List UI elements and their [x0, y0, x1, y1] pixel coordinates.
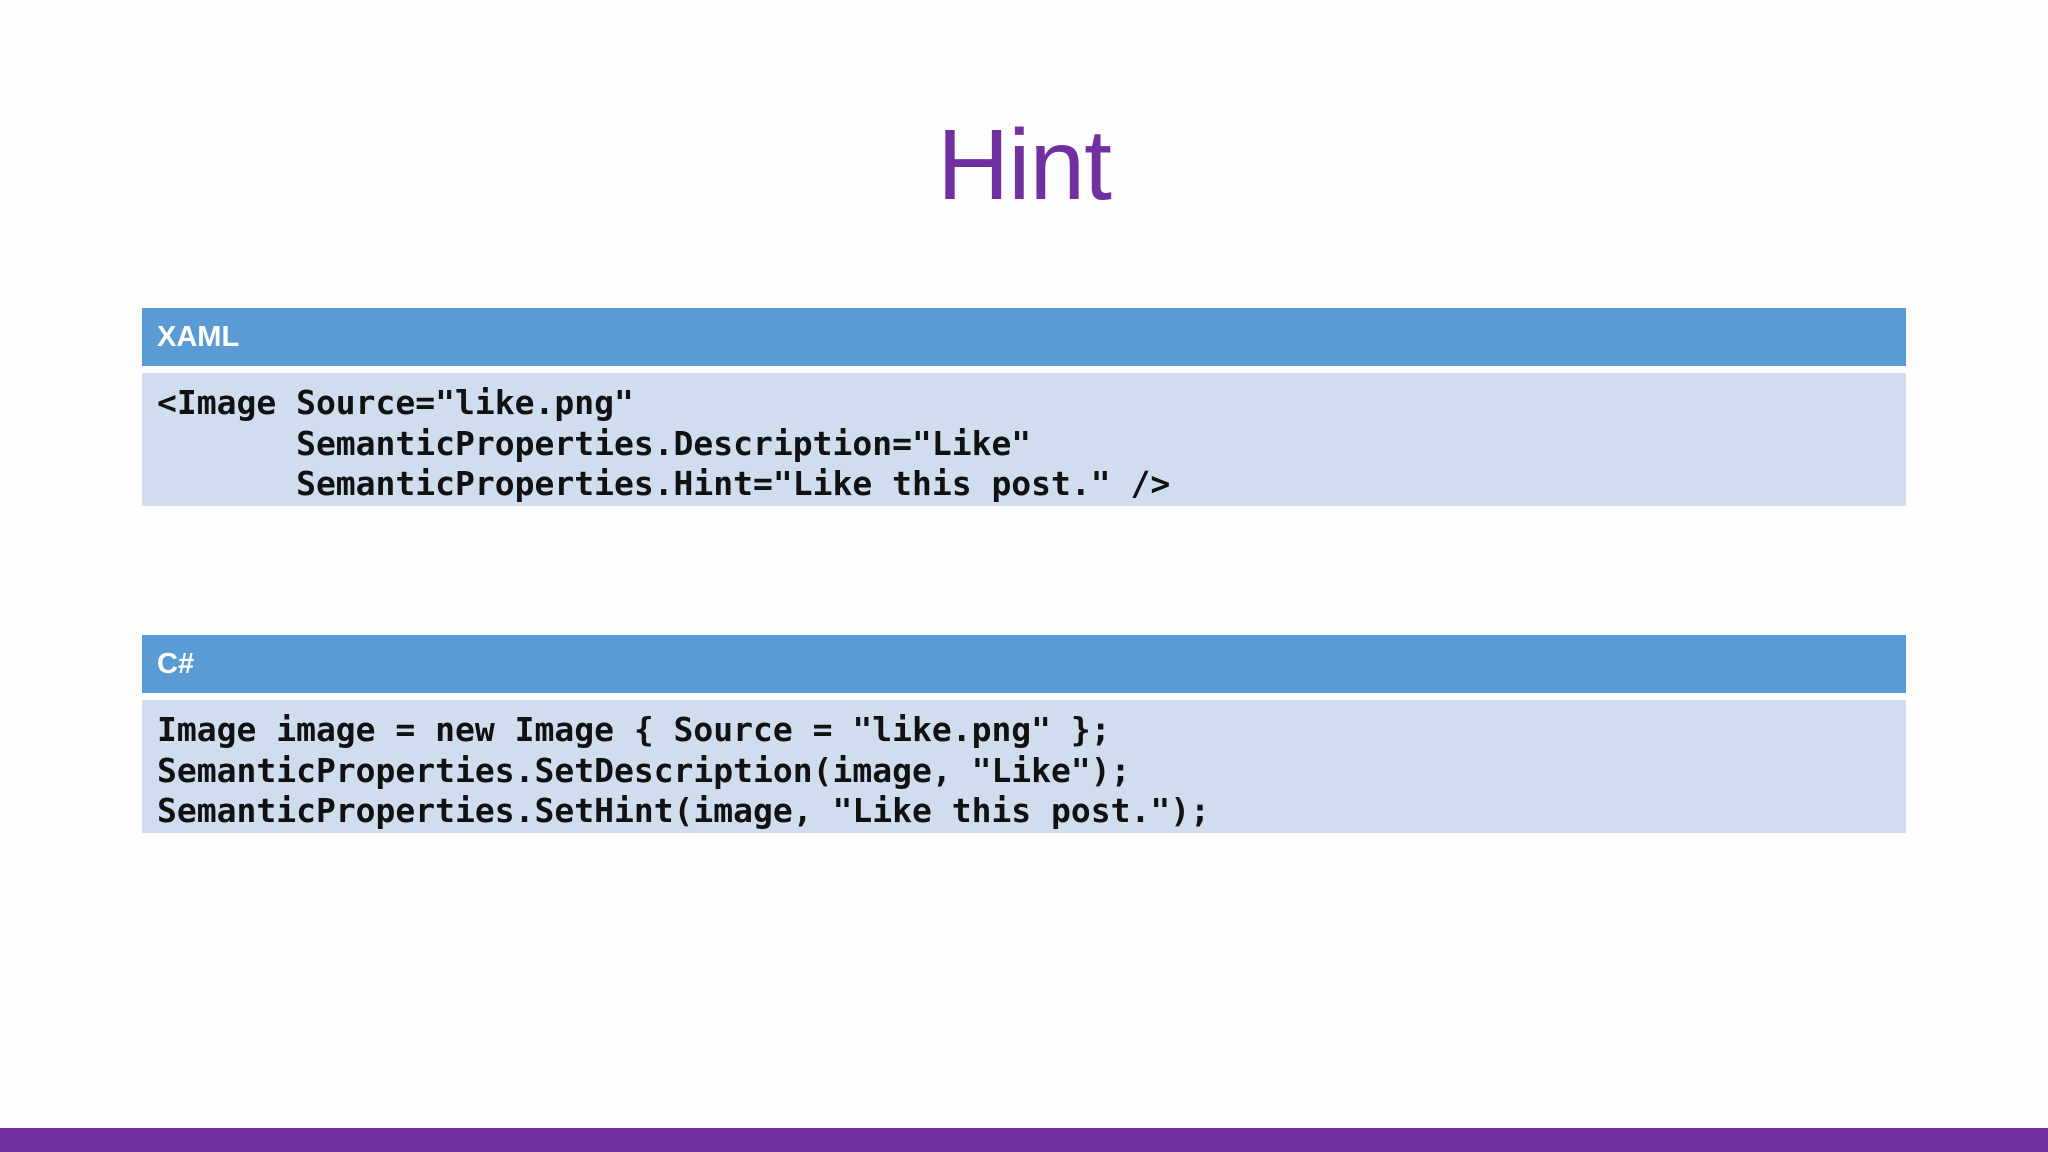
xaml-header: XAML: [142, 308, 1906, 366]
code-line: Image image = new Image { Source = "like…: [157, 710, 1111, 749]
code-line: SemanticProperties.SetHint(image, "Like …: [157, 791, 1210, 830]
footer-bar: [0, 1128, 2048, 1152]
code-line: SemanticProperties.Description="Like": [157, 423, 1032, 463]
code-line: <Image Source="like.png": [157, 383, 634, 422]
code-line: SemanticProperties.Hint="Like this post.…: [157, 464, 1171, 503]
slide-title: Hint: [937, 109, 1112, 221]
xaml-code-block: <Image Source="like.png" SemanticPropert…: [142, 373, 1906, 506]
csharp-code-block: Image image = new Image { Source = "like…: [142, 700, 1906, 833]
code-line: SemanticProperties.SetDescription(image,…: [157, 750, 1131, 790]
csharp-header: C#: [142, 635, 1906, 693]
